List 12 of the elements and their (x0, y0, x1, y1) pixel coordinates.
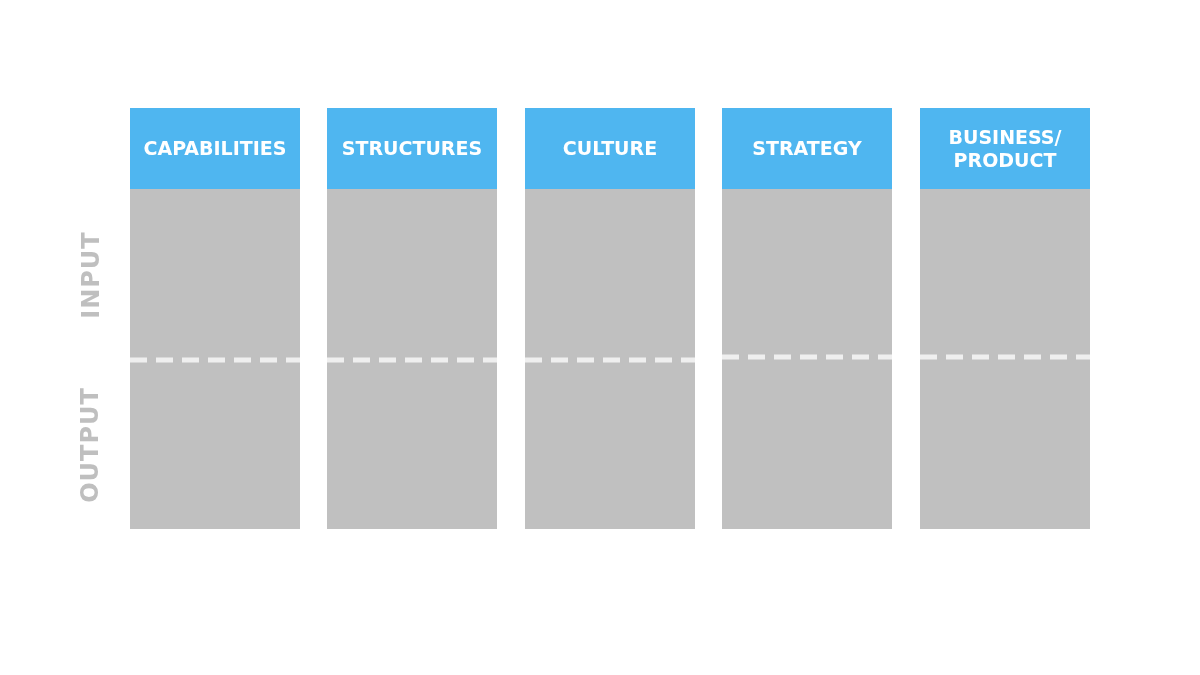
column-header: STRUCTURES (327, 108, 497, 189)
row-label: INPUT (76, 231, 105, 319)
column-panel (525, 108, 695, 529)
column-panel (130, 108, 300, 529)
column-header: CAPABILITIES (130, 108, 300, 189)
column-panel (920, 108, 1090, 529)
column-panel (327, 108, 497, 529)
row-label: OUTPUT (75, 387, 104, 503)
column-panel (722, 108, 892, 529)
column-header: CULTURE (525, 108, 695, 189)
column-header: STRATEGY (722, 108, 892, 189)
column-header: BUSINESS/ PRODUCT (920, 108, 1090, 189)
